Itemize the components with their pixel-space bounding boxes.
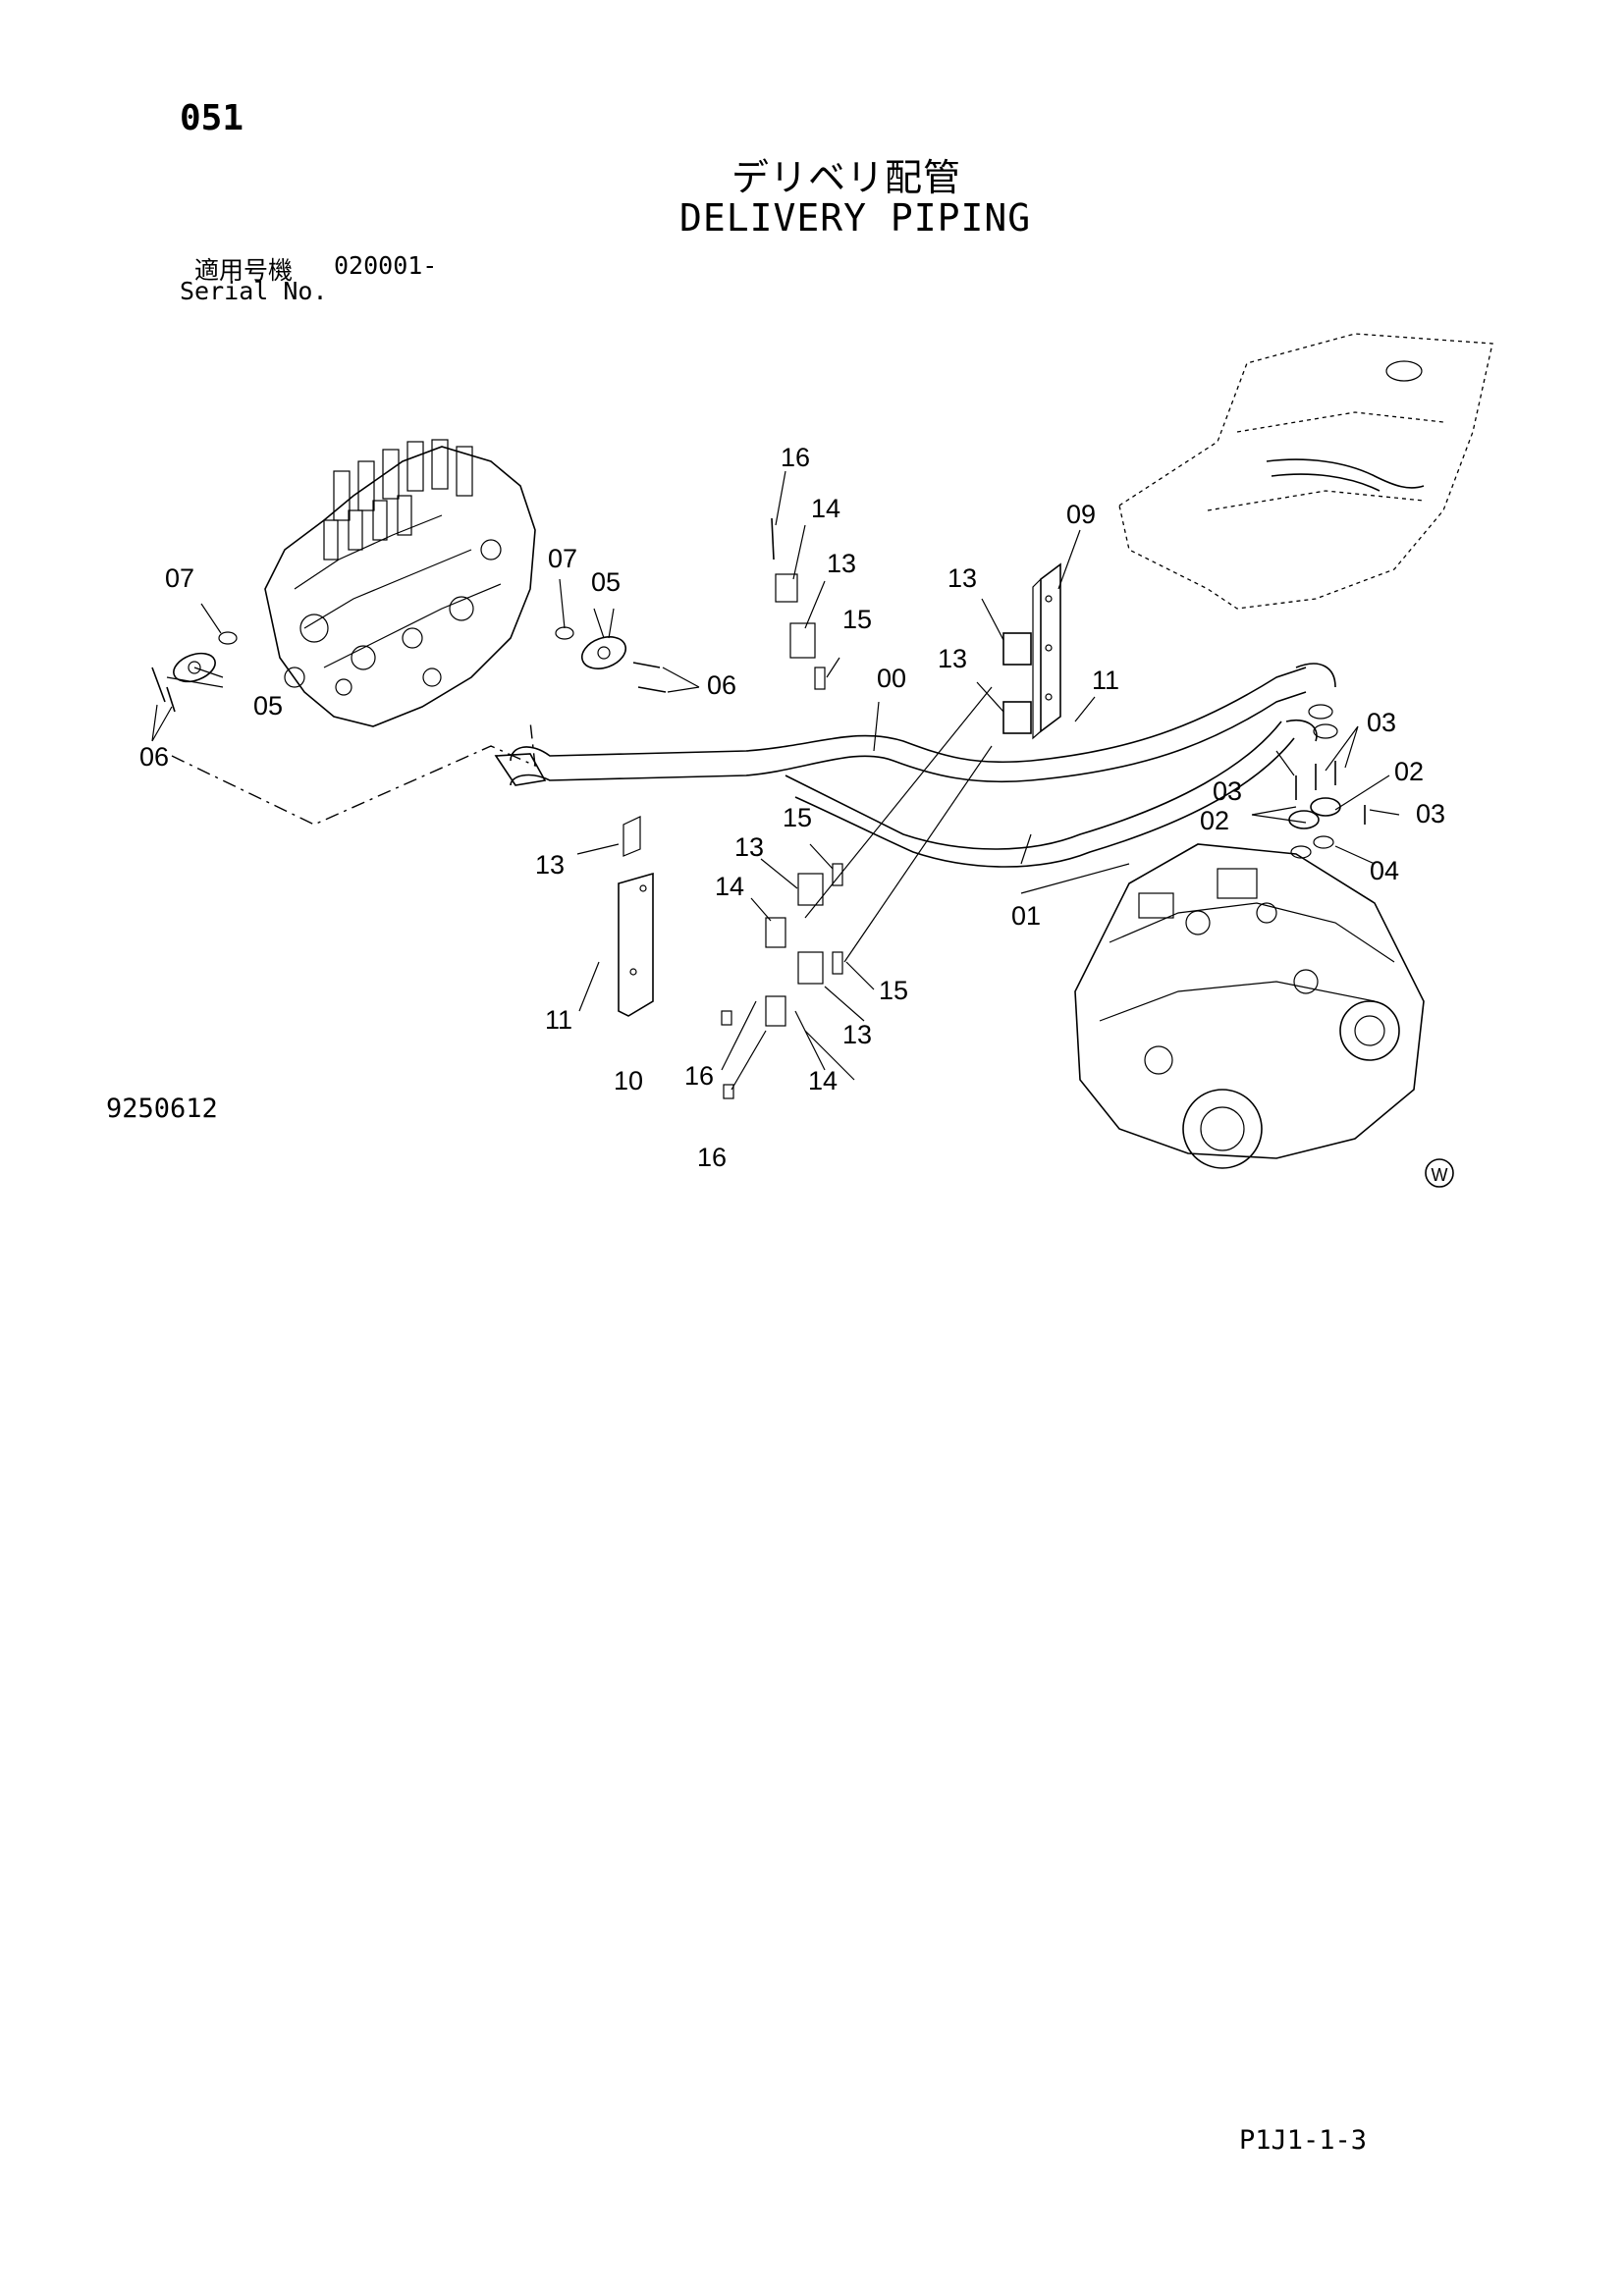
right-flange-set <box>1288 761 1366 859</box>
callout-11-left: 11 <box>545 1005 572 1035</box>
page-number: 051 <box>180 98 244 138</box>
control-valve-drawing <box>264 439 536 727</box>
callout-13-upper-right: 13 <box>947 563 977 593</box>
delivery-hoses <box>494 663 1338 868</box>
callout-13-lower: 13 <box>734 832 764 862</box>
machine-location-drawing <box>1118 333 1493 610</box>
callout-16-middle: 16 <box>684 1061 714 1091</box>
callout-09: 09 <box>1066 500 1096 529</box>
callout-13-bracket-10: 13 <box>535 850 565 880</box>
callout-05-middle: 05 <box>591 567 621 597</box>
clamps <box>721 517 1032 1099</box>
page-code: P1J1-1-3 <box>1239 2125 1368 2156</box>
callout-03-right: 03 <box>1416 799 1445 828</box>
callout-04: 04 <box>1370 856 1399 885</box>
callout-07-left: 07 <box>165 563 194 593</box>
serial-number-value: 020001- <box>334 251 438 280</box>
bracket-10 <box>618 816 654 1017</box>
callout-11-right: 11 <box>1092 666 1119 695</box>
callout-01: 01 <box>1011 901 1041 931</box>
callout-14-top: 14 <box>811 494 840 523</box>
callout-13-bottom: 13 <box>842 1020 872 1049</box>
callout-05-left: 05 <box>253 691 283 721</box>
callout-14-lower: 14 <box>715 872 744 901</box>
callout-15-top: 15 <box>842 605 872 634</box>
leader-lines <box>151 470 1400 1091</box>
callout-02-left: 02 <box>1200 806 1229 835</box>
callout-10: 10 <box>614 1066 643 1095</box>
bracket-09 <box>1032 562 1061 740</box>
pump-drawing <box>1074 843 1425 1169</box>
title-english: DELIVERY PIPING <box>679 196 1032 240</box>
callout-13-top: 13 <box>827 549 856 578</box>
left-flange-set <box>151 631 238 713</box>
w-mark-icon: W <box>1425 1158 1454 1188</box>
callout-07-middle: 07 <box>548 544 577 573</box>
callout-13-mid-right: 13 <box>938 644 967 673</box>
serial-label-english: Serial No. <box>180 277 328 305</box>
callout-03-top: 03 <box>1367 708 1396 737</box>
figure-number: 9250612 <box>106 1094 218 1124</box>
callout-16-top: 16 <box>781 443 810 472</box>
middle-flange-set <box>555 626 667 693</box>
callout-16-bottom: 16 <box>697 1143 727 1172</box>
title-japanese: デリベリ配管 <box>731 156 962 199</box>
callout-06-left: 06 <box>139 742 169 772</box>
callout-14-bottom: 14 <box>808 1066 838 1095</box>
w-mark-letter: W <box>1432 1165 1448 1185</box>
callout-03-left: 03 <box>1213 776 1242 806</box>
callout-15-lower: 15 <box>783 803 812 832</box>
callout-15-bottom: 15 <box>879 976 908 1005</box>
callout-02-right: 02 <box>1394 757 1424 786</box>
callout-06-middle: 06 <box>707 670 736 700</box>
callout-00: 00 <box>877 664 906 693</box>
serial-label-japanese: 適用号機 <box>194 256 294 285</box>
